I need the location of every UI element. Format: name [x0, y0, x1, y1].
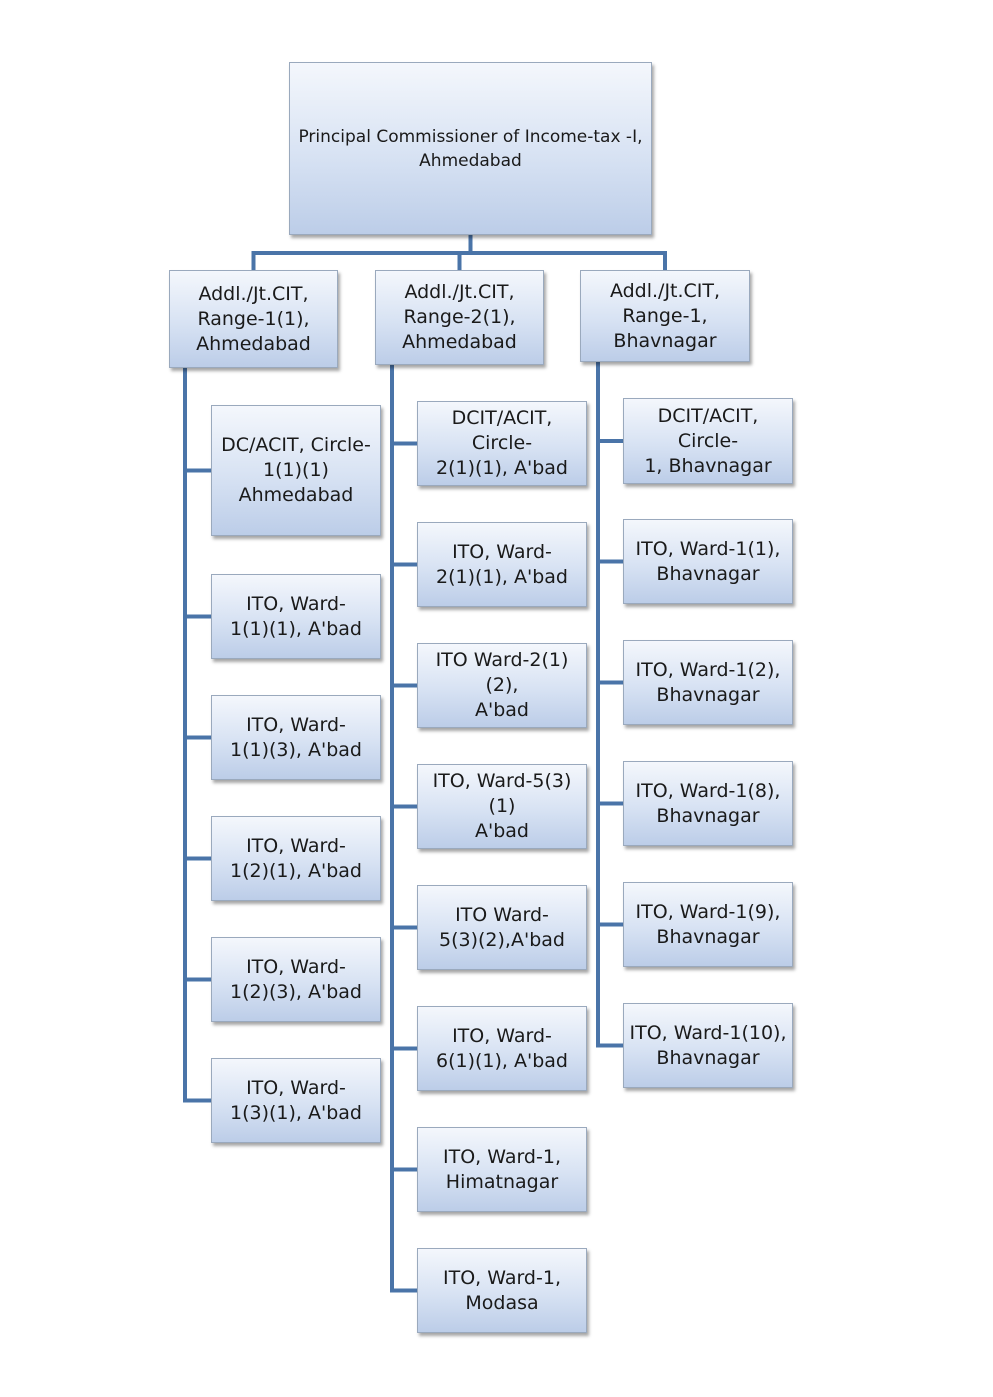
- node-unit-r2-6: ITO, Ward- 6(1)(1), A'bad: [417, 1006, 587, 1091]
- node-unit-r1-4: ITO, Ward- 1(2)(1), A'bad: [211, 816, 381, 901]
- node-unit-r2-5: ITO Ward- 5(3)(2),A'bad: [417, 885, 587, 970]
- node-unit-r3-4: ITO, Ward-1(8), Bhavnagar: [623, 761, 793, 846]
- node-unit-r3-6: ITO, Ward-1(10), Bhavnagar: [623, 1003, 793, 1088]
- node-unit-r1-1: DC/ACIT, Circle- 1(1)(1) Ahmedabad: [211, 405, 381, 536]
- node-unit-r3-5: ITO, Ward-1(9), Bhavnagar: [623, 882, 793, 967]
- node-unit-r3-2: ITO, Ward-1(1), Bhavnagar: [623, 519, 793, 604]
- node-unit-r2-7: ITO, Ward-1, Himatnagar: [417, 1127, 587, 1212]
- node-unit-r2-2: ITO, Ward- 2(1)(1), A'bad: [417, 522, 587, 607]
- node-unit-r2-8: ITO, Ward-1, Modasa: [417, 1248, 587, 1333]
- node-range-ahmedabad-1-1: Addl./Jt.CIT, Range-1(1), Ahmedabad: [169, 270, 338, 368]
- node-unit-r1-3: ITO, Ward- 1(1)(3), A'bad: [211, 695, 381, 780]
- node-range-ahmedabad-2-1: Addl./Jt.CIT, Range-2(1), Ahmedabad: [375, 270, 544, 365]
- node-principal-commissioner: Principal Commissioner of Income-tax -I,…: [289, 62, 652, 235]
- node-unit-r1-5: ITO, Ward- 1(2)(3), A'bad: [211, 937, 381, 1022]
- node-unit-r2-3: ITO Ward-2(1)(2), A'bad: [417, 643, 587, 728]
- node-unit-r2-1: DCIT/ACIT, Circle- 2(1)(1), A'bad: [417, 401, 587, 486]
- node-range-bhavnagar-1: Addl./Jt.CIT, Range-1, Bhavnagar: [580, 270, 750, 362]
- node-unit-r1-2: ITO, Ward- 1(1)(1), A'bad: [211, 574, 381, 659]
- node-unit-r3-3: ITO, Ward-1(2), Bhavnagar: [623, 640, 793, 725]
- node-unit-r1-6: ITO, Ward- 1(3)(1), A'bad: [211, 1058, 381, 1143]
- node-unit-r3-1: DCIT/ACIT, Circle- 1, Bhavnagar: [623, 398, 793, 484]
- node-unit-r2-4: ITO, Ward-5(3)(1) A'bad: [417, 764, 587, 849]
